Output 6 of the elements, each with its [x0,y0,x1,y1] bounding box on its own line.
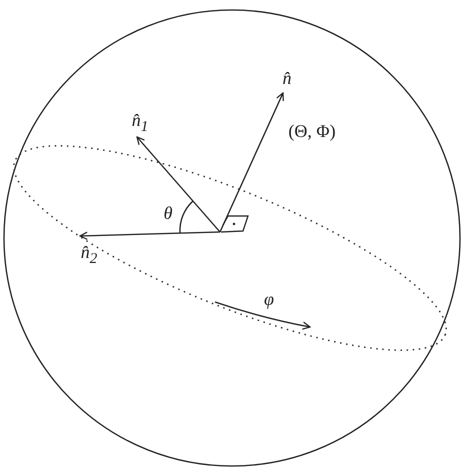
vector-label: n̂$_{1}$ [132,111,148,135]
angle-label: θ [164,204,172,222]
vector-label: n̂ [282,69,292,87]
coordinate-label: (Θ, Φ) [288,122,336,140]
angle-label: φ [264,290,274,308]
vector-label: n̂$_{2}$ [80,243,98,267]
